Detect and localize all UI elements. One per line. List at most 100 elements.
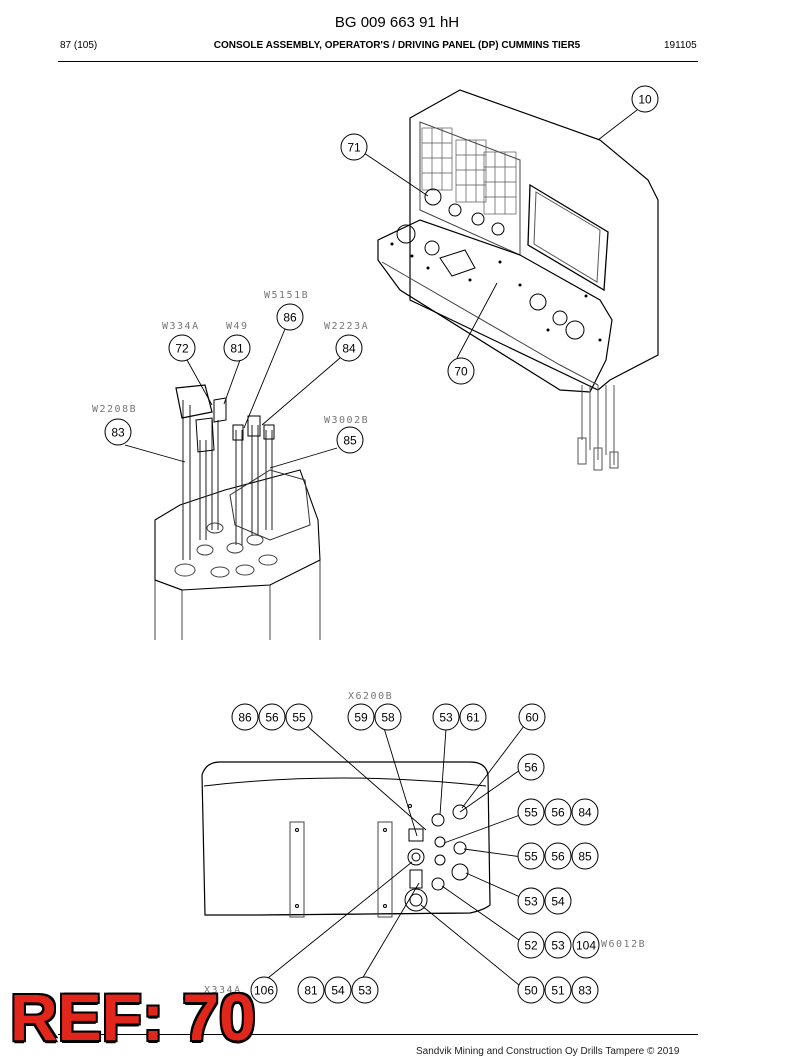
part-balloon-53: 53: [544, 931, 572, 959]
balloon-label: 60: [525, 711, 539, 725]
balloon-circle: [432, 703, 460, 731]
balloon-circle: [335, 334, 363, 362]
part-balloon-56: 56: [258, 703, 286, 731]
part-balloon-61: 61: [459, 703, 487, 731]
balloon-label: 85: [578, 850, 592, 864]
balloon-label: 81: [230, 342, 244, 356]
balloon-circle: [340, 133, 368, 161]
page-number: 87 (105): [60, 40, 98, 51]
balloon-label: 54: [331, 984, 345, 998]
page-title: CONSOLE ASSEMBLY, OPERATOR'S / DRIVING P…: [213, 40, 581, 51]
balloon-circle: [571, 798, 599, 826]
balloon-label: 84: [578, 806, 592, 820]
balloon-label: 61: [466, 711, 480, 725]
balloon-label: 72: [175, 342, 189, 356]
balloon-label: 58: [381, 711, 395, 725]
wire-label-w2223a: W2223A: [324, 321, 369, 332]
part-balloon-84: 84: [335, 334, 363, 362]
console-assembly-drawing: [377, 89, 659, 471]
balloon-circle: [347, 703, 375, 731]
balloon-label: 53: [358, 984, 372, 998]
part-balloon-56: 56: [517, 753, 545, 781]
balloon-circle: [544, 976, 572, 1004]
part-balloon-83: 83: [104, 418, 132, 446]
part-balloon-53: 53: [432, 703, 460, 731]
balloon-label: 53: [439, 711, 453, 725]
part-balloon-53: 53: [351, 976, 379, 1004]
balloon-label: 86: [238, 711, 252, 725]
balloon-circle: [351, 976, 379, 1004]
balloon-circle: [276, 303, 304, 331]
part-balloon-54: 54: [544, 887, 572, 915]
balloon-circle: [336, 426, 364, 454]
wire-label-w3002b: W3002B: [324, 415, 369, 426]
balloon-label: 55: [524, 806, 538, 820]
part-balloon-84: 84: [571, 798, 599, 826]
balloon-circle: [104, 418, 132, 446]
balloon-circle: [517, 798, 545, 826]
balloon-label: 55: [524, 850, 538, 864]
document-id: BG 009 663 91 hH: [334, 14, 460, 31]
leader-lines: [124, 109, 638, 986]
part-balloon-56: 56: [544, 842, 572, 870]
balloon-label: 59: [354, 711, 368, 725]
balloon-circle: [223, 334, 251, 362]
part-balloon-59: 59: [347, 703, 375, 731]
balloon-label: 56: [524, 761, 538, 775]
balloon-label: 81: [304, 984, 318, 998]
balloon-circle: [285, 703, 313, 731]
balloon-circle: [168, 334, 196, 362]
part-balloon-58: 58: [374, 703, 402, 731]
part-balloon-56: 56: [544, 798, 572, 826]
balloon-circle: [544, 798, 572, 826]
balloon-circle: [250, 976, 278, 1004]
footer-copyright: Sandvik Mining and Construction Oy Drill…: [416, 1046, 680, 1057]
balloon-label: 83: [578, 984, 592, 998]
balloon-label: 56: [551, 806, 565, 820]
part-balloon-81: 81: [297, 976, 325, 1004]
part-balloon-55: 55: [517, 842, 545, 870]
balloon-circle: [374, 703, 402, 731]
balloon-label: 52: [524, 939, 538, 953]
wire-labels: W5151B W334A W49 W2223A W2208B W3002B X6…: [92, 290, 646, 996]
balloon-circle: [324, 976, 352, 1004]
balloon-label: 51: [551, 984, 565, 998]
part-balloon-52: 52: [517, 931, 545, 959]
balloon-label: 86: [283, 311, 297, 325]
balloon-circle: [517, 976, 545, 1004]
balloon-circle: [517, 842, 545, 870]
part-balloon-55: 55: [285, 703, 313, 731]
balloon-circle: [517, 753, 545, 781]
ref-watermark: REF: 70: [10, 980, 256, 1054]
part-balloon-86: 86: [276, 303, 304, 331]
part-balloon-83: 83: [571, 976, 599, 1004]
balloon-circle: [518, 703, 546, 731]
wire-label-x6200b: X6200B: [348, 691, 393, 702]
part-balloon-60: 60: [518, 703, 546, 731]
balloon-label: 71: [347, 141, 361, 155]
footer-rule: [58, 1034, 698, 1035]
balloon-label: 56: [551, 850, 565, 864]
balloon-label: 85: [343, 434, 357, 448]
wire-label-w6012b: W6012B: [601, 939, 646, 950]
part-balloon-72: 72: [168, 334, 196, 362]
wire-label-w49: W49: [226, 321, 249, 332]
wire-label-w334a: W334A: [162, 321, 200, 332]
balloon-circle: [571, 976, 599, 1004]
part-balloon-81: 81: [223, 334, 251, 362]
harness-detail-drawing: [154, 384, 321, 640]
date-code: 191105: [664, 40, 697, 51]
wire-label-w5151b: W5151B: [264, 290, 309, 301]
balloon-label: 53: [524, 895, 538, 909]
balloon-circle: [297, 976, 325, 1004]
part-balloon-51: 51: [544, 976, 572, 1004]
part-balloon-106: 106: [250, 976, 278, 1004]
balloon-circle: [544, 887, 572, 915]
balloon-circle: [631, 85, 659, 113]
part-balloon-71: 71: [340, 133, 368, 161]
balloon-label: 50: [524, 984, 538, 998]
balloon-circle: [258, 703, 286, 731]
wire-label-x334a: X334A: [204, 985, 242, 996]
